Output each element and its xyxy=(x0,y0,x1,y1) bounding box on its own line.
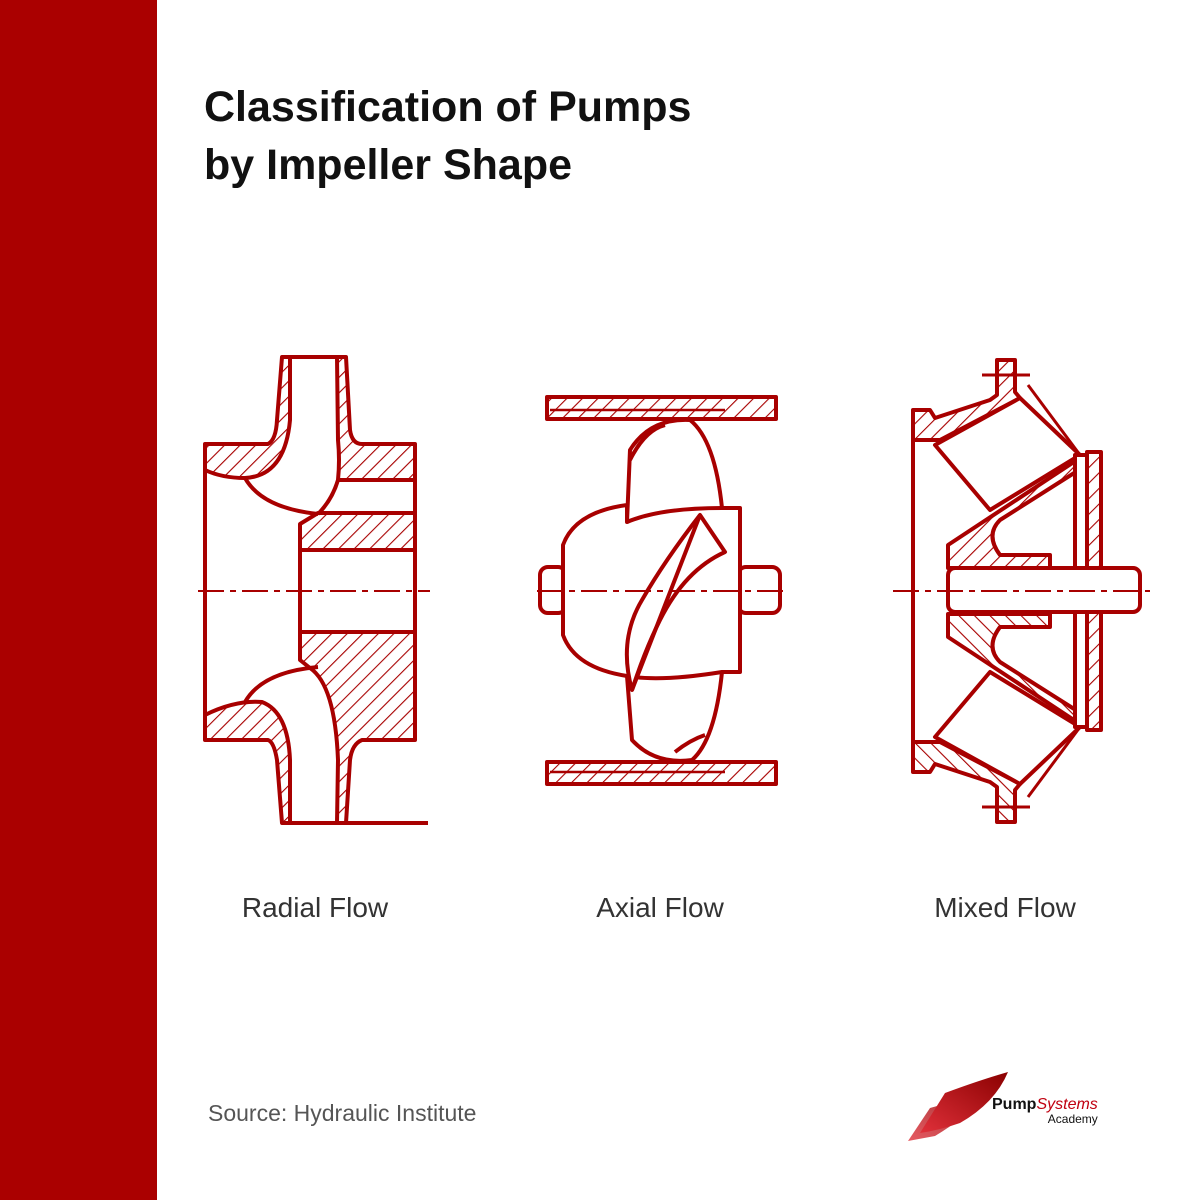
pump-systems-academy-logo-icon xyxy=(908,1072,1008,1141)
logo-word-academy: Academy xyxy=(1047,1112,1098,1126)
logo-word-pump: Pump xyxy=(992,1096,1037,1113)
logo-wordmark: PumpSystems Academy xyxy=(992,1097,1098,1126)
radial-flow-impeller-icon xyxy=(198,355,430,825)
title-line-2: by Impeller Shape xyxy=(204,141,573,189)
mixed-flow-impeller-icon xyxy=(893,358,1150,824)
mixed-flow-label: Mixed Flow xyxy=(934,892,1076,923)
axial-flow-impeller-icon xyxy=(537,395,787,786)
page-title: Classification of Pumps by Impeller Shap… xyxy=(204,78,691,194)
radial-flow-label: Radial Flow xyxy=(241,892,389,923)
source-credit: Source: Hydraulic Institute xyxy=(208,1100,477,1126)
title-line-1: Classification of Pumps xyxy=(204,83,692,131)
logo-word-systems: Systems xyxy=(1036,1096,1098,1113)
axial-flow-label: Axial Flow xyxy=(596,892,724,923)
red-sidebar-band xyxy=(0,0,157,1200)
